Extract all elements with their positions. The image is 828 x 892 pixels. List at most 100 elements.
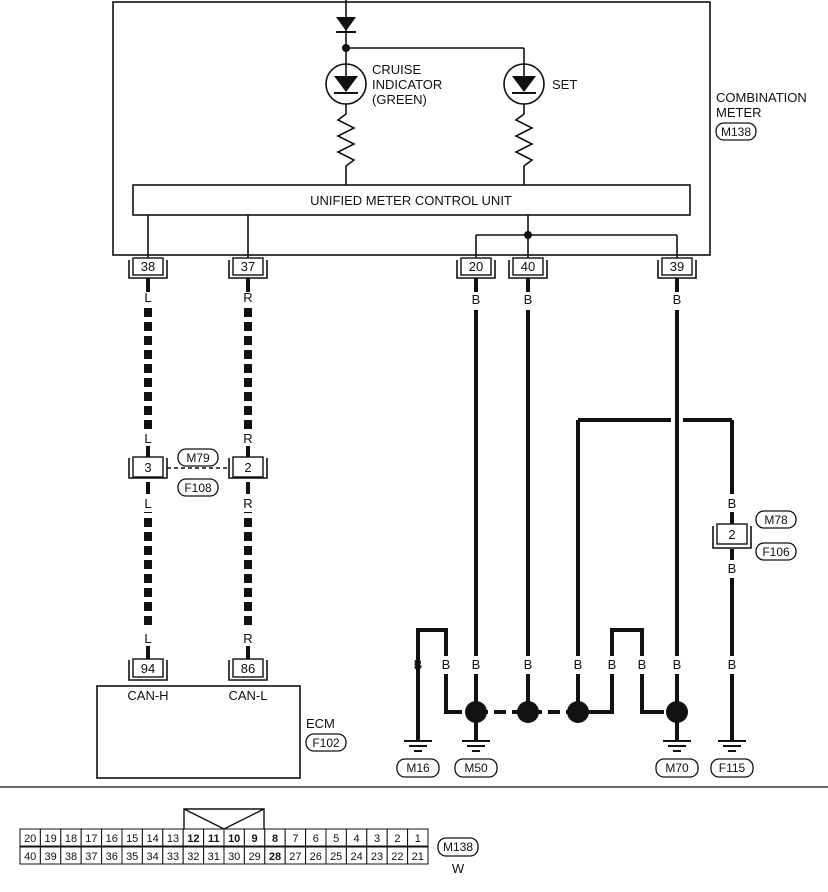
svg-text:B: B	[728, 561, 737, 576]
connector-badge	[305, 733, 347, 752]
connector-cell-label: 28	[269, 851, 281, 863]
connector-cell-label: 25	[330, 851, 342, 863]
ecm-connector: F102	[312, 736, 340, 750]
connector-badge	[437, 837, 479, 857]
svg-text:F108: F108	[184, 481, 212, 495]
svg-text:B: B	[574, 657, 583, 672]
pin-40: 40	[508, 257, 548, 279]
ground-icon	[718, 740, 746, 752]
connector-cell-label: 30	[228, 851, 240, 863]
connector-cell-label: 9	[252, 833, 258, 845]
connector-cell-label: 20	[24, 833, 36, 845]
pin-20: 20	[456, 257, 496, 279]
connector-cell	[407, 828, 429, 847]
svg-text:M70: M70	[665, 761, 689, 775]
wire-color-l: L	[144, 431, 151, 446]
svg-text:86: 86	[241, 661, 255, 676]
ground-label-f115: F115	[710, 758, 754, 778]
connector-cell-label: 24	[350, 851, 362, 863]
wire-color-l: L	[144, 290, 151, 305]
svg-text:B: B	[524, 657, 533, 672]
svg-text:40: 40	[521, 259, 535, 274]
set-label: SET	[552, 77, 577, 92]
connector-badge	[755, 510, 797, 529]
connector-cell	[407, 846, 429, 865]
connector-cell-label: 26	[310, 851, 322, 863]
connector-cell-label: 29	[248, 851, 260, 863]
svg-text:F106: F106	[762, 545, 790, 559]
joint-connector-m79: 3 2 M79 F108	[128, 448, 268, 497]
svg-text:M79: M79	[186, 451, 210, 465]
diode-icon	[336, 17, 356, 31]
combination-meter-connector: M138	[721, 125, 751, 139]
connector-badge	[755, 542, 797, 561]
connector-cell-label: 17	[85, 833, 97, 845]
ground-label-m50: M50	[454, 758, 498, 778]
wire-color-l: L	[144, 631, 151, 646]
connector-cell-label: 1	[415, 833, 421, 845]
ground-icon	[404, 740, 432, 752]
connector-badge	[177, 478, 219, 497]
cruise-indicator-label-1: CRUISE	[372, 62, 421, 77]
connector-cell-label: 2	[394, 833, 400, 845]
pin-38: 38	[128, 257, 168, 279]
connector-cell-label: 34	[146, 851, 158, 863]
connector-cell-label: 18	[65, 833, 77, 845]
ecm-box	[96, 685, 301, 779]
connector-view-id: M138	[443, 840, 473, 854]
svg-text:37: 37	[241, 259, 255, 274]
connector-cell-label: 21	[412, 851, 424, 863]
connector-cell-label: 32	[187, 851, 199, 863]
connector-cell-label: 39	[44, 851, 56, 863]
combination-meter: CRUISE INDICATOR (GREEN) SET UNIFIED MET…	[112, 0, 711, 260]
combination-meter-title-1: COMBINATION	[716, 90, 807, 105]
svg-text:2: 2	[728, 527, 735, 542]
connector-cell-label: 36	[106, 851, 118, 863]
svg-text:B: B	[673, 657, 682, 672]
ground-icon	[663, 740, 691, 752]
svg-text:F115: F115	[719, 761, 746, 775]
joint-connector-m78: 2 M78 F106	[712, 510, 797, 561]
svg-text:38: 38	[141, 259, 155, 274]
pin-39: 39	[657, 257, 697, 279]
connector-cell-label: 12	[187, 833, 199, 845]
ecm: 94 86 CAN-H CAN-L	[96, 658, 301, 779]
connector-cell-label: 8	[272, 833, 278, 845]
svg-text:20: 20	[469, 259, 483, 274]
wire-color-l: L	[144, 496, 151, 511]
connector-cell-label: 19	[44, 833, 56, 845]
svg-text:M16: M16	[406, 761, 430, 775]
combination-meter-box	[112, 1, 711, 256]
connector-cell-label: 40	[24, 851, 36, 863]
connector-badge	[715, 122, 757, 141]
svg-text:B: B	[608, 657, 617, 672]
ground-label-m70: M70	[655, 758, 699, 778]
combination-meter-title-2: METER	[716, 105, 762, 120]
svg-text:B: B	[673, 292, 682, 307]
connector-cell-label: 27	[289, 851, 301, 863]
wire-color-r: R	[243, 431, 252, 446]
cruise-indicator-lamp-icon	[325, 63, 367, 105]
connector-cell-label: 38	[65, 851, 77, 863]
striped-wire-l	[144, 306, 152, 430]
connector-cell-label: 33	[167, 851, 179, 863]
connector-cell-label: 10	[228, 833, 240, 845]
svg-text:2: 2	[244, 460, 251, 475]
unified-meter-control-unit-label: UNIFIED METER CONTROL UNIT	[310, 193, 512, 208]
ecm-can-h-label: CAN-H	[127, 688, 168, 703]
svg-text:B: B	[524, 292, 533, 307]
connector-cell-label: 37	[85, 851, 97, 863]
ground-icon	[462, 740, 490, 752]
cruise-indicator-label-2: INDICATOR	[372, 77, 442, 92]
connector-cell-label: 15	[126, 833, 138, 845]
connector-cell-label: 4	[354, 833, 360, 845]
svg-text:B: B	[472, 292, 481, 307]
connector-cell-label: 16	[106, 833, 118, 845]
striped-wire-r	[244, 512, 252, 630]
connector-cell-label: 5	[333, 833, 339, 845]
svg-text:M78: M78	[764, 513, 788, 527]
wire-color-r: R	[243, 496, 252, 511]
